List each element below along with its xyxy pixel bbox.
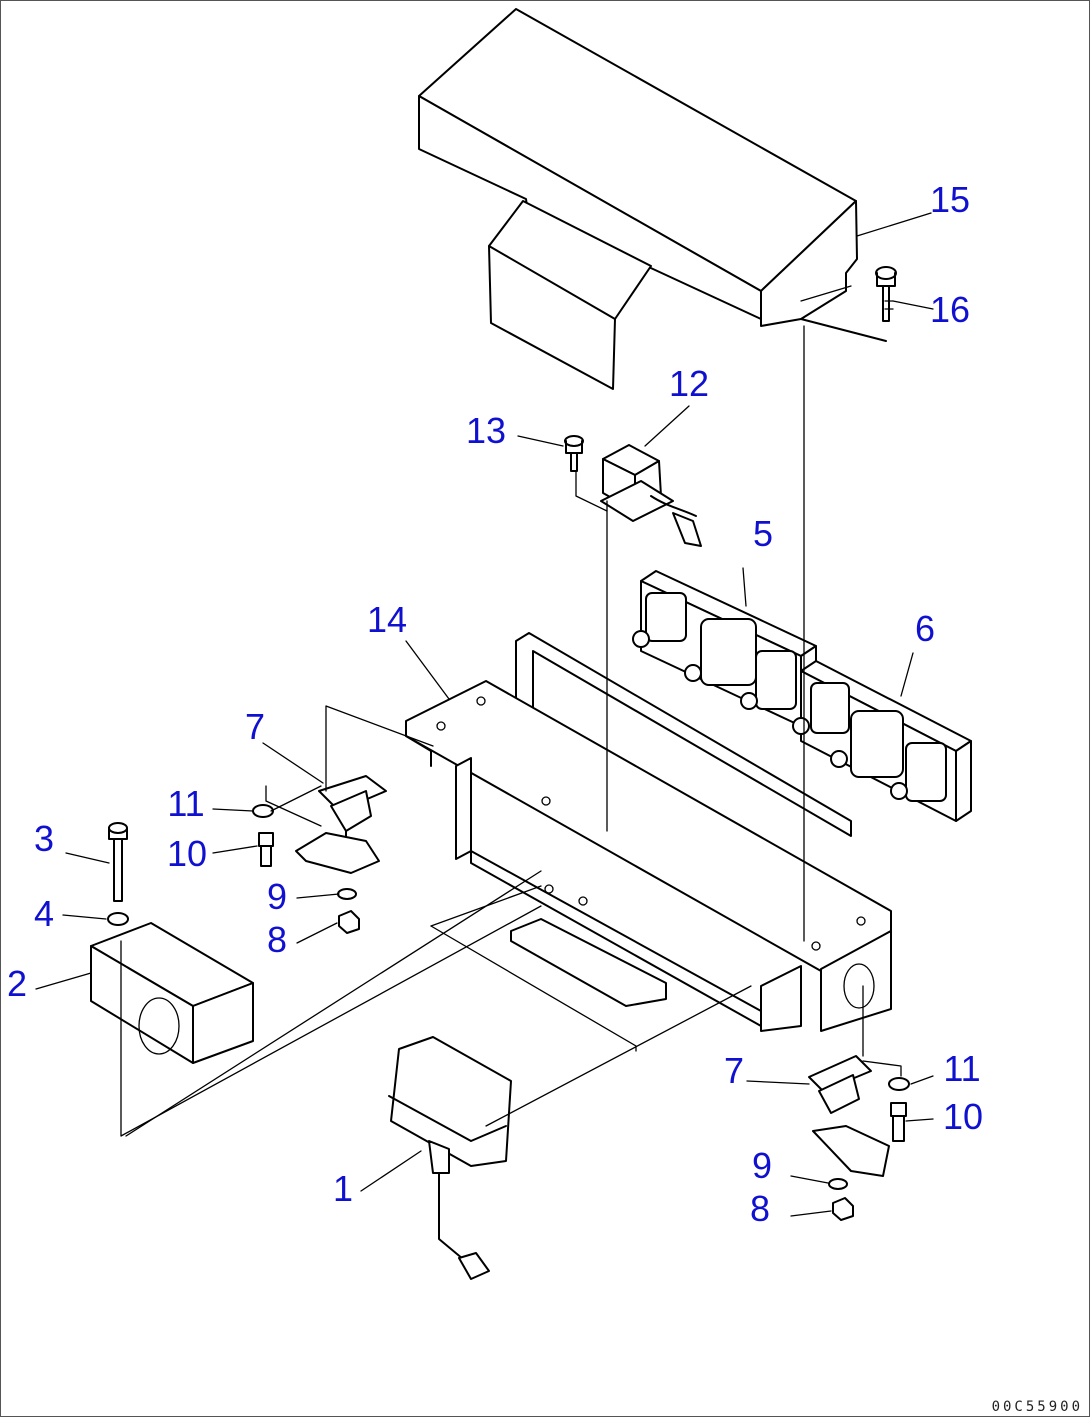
part-14-bracket: [405, 632, 892, 1032]
callout-11-left: 11: [167, 783, 204, 824]
callout-9-left: 9: [267, 876, 287, 917]
callout-8-left: 8: [267, 919, 287, 960]
callout-labels: 1 2 3 4 5 6 7 7 8 8 9 9 10 10 11 11 12 1…: [7, 179, 983, 1229]
callout-3: 3: [34, 818, 54, 859]
callout-13: 13: [466, 410, 506, 451]
part-10-bolt-left: [258, 832, 274, 867]
callout-10-right: 10: [943, 1096, 983, 1137]
callout-12: 12: [669, 363, 709, 404]
part-1-lamp: [388, 1036, 512, 1280]
leader-lines: [35, 212, 934, 1217]
assembly-lines: [120, 325, 902, 1137]
part-16-bolt: [875, 266, 897, 322]
callout-1: 1: [333, 1168, 353, 1209]
drawing-code: 00C55900: [992, 1399, 1083, 1415]
stay-bracket-left: [295, 832, 380, 874]
callout-9-right: 9: [752, 1145, 772, 1186]
part-9-washer-right: [828, 1178, 848, 1190]
part-7-mount-right: [808, 1055, 872, 1114]
part-11-washer-left: [252, 804, 274, 818]
part-12-switch: [600, 444, 702, 547]
callout-10-left: 10: [167, 833, 207, 874]
part-6-gauge-panel: [792, 660, 972, 822]
part-5-gauge-panel: [632, 570, 817, 727]
part-10-bolt-right: [890, 1102, 907, 1142]
part-8-nut-left: [338, 910, 360, 934]
callout-7-left: 7: [245, 706, 265, 747]
callout-6: 6: [915, 608, 935, 649]
part-13-screw: [564, 435, 584, 472]
part-4-washer: [107, 912, 129, 926]
callout-7-right: 7: [724, 1050, 744, 1091]
part-3-bolt: [108, 822, 128, 902]
part-15-cover: [418, 8, 887, 390]
part-7-mount-left: [318, 775, 387, 844]
callout-14: 14: [367, 599, 407, 640]
part-8-nut-right: [832, 1197, 854, 1221]
callout-16: 16: [930, 289, 970, 330]
callout-15: 15: [930, 179, 970, 220]
callout-8-right: 8: [750, 1188, 770, 1229]
part-2-box: [90, 922, 254, 1064]
part-11-washer-right: [888, 1077, 910, 1091]
callout-11-right: 11: [943, 1048, 980, 1089]
callout-5: 5: [753, 513, 773, 554]
callout-4: 4: [34, 893, 54, 934]
callout-2: 2: [7, 963, 27, 1004]
part-9-washer-left: [337, 888, 357, 900]
stay-bracket-right: [812, 1125, 890, 1177]
